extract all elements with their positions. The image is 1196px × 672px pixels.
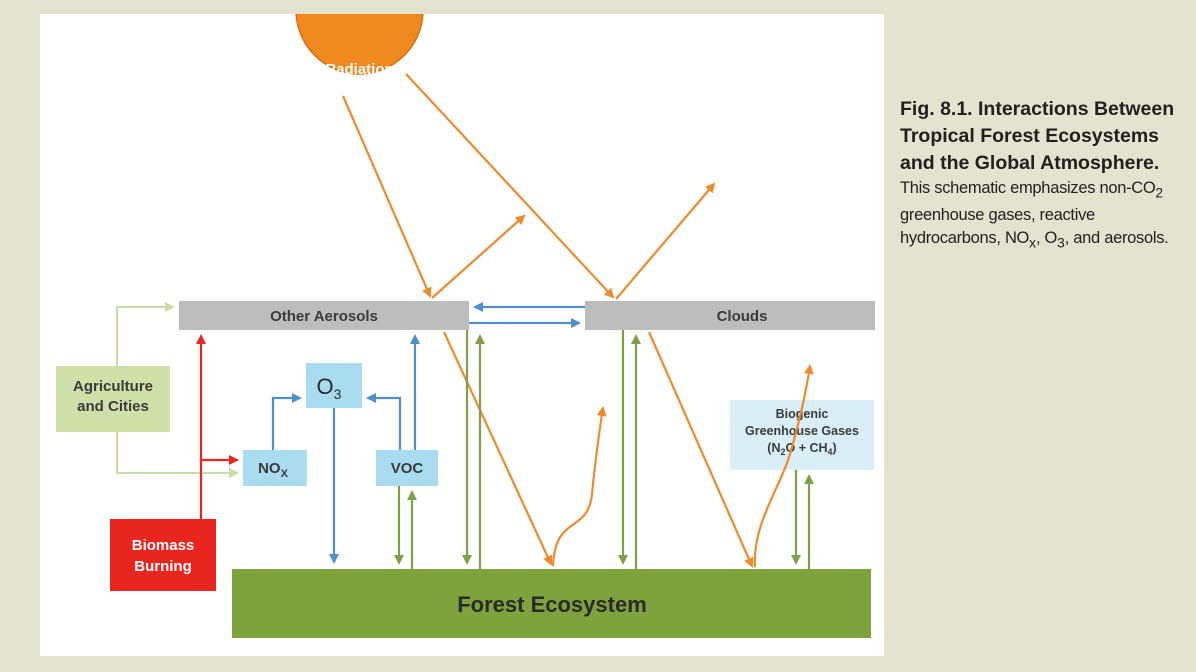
voc-to-o3-arrow (366, 393, 402, 450)
agriculture-label-line1: Agriculture (73, 378, 153, 395)
biomass-label-line2: Burning (134, 558, 192, 575)
svg-text:O3: O3 (317, 374, 342, 402)
biogenic-label-line2: Greenhouse Gases (745, 424, 859, 438)
forest-ecosystem-box: Forest Ecosystem (232, 569, 871, 638)
caption-body-1: This schematic emphasizes non-CO (900, 179, 1156, 197)
radiation-to-aerosols-arrow (341, 95, 432, 298)
caption-body-4: , and aerosols. (1064, 229, 1169, 248)
svg-text:(N2O + CH4): (N2O + CH4) (767, 441, 836, 457)
radiation-arrows (341, 73, 814, 568)
aerosols-to-forest-arrow (443, 331, 553, 566)
aerosol-reflection-arrow (431, 214, 526, 299)
other-aerosols-bar: Other Aerosols (179, 301, 469, 330)
exchange-arrows (394, 330, 814, 569)
clouds-bar: Clouds (585, 301, 875, 330)
cloud-reflection-arrow (615, 182, 716, 300)
clouds-to-forest-arrow (647, 331, 754, 568)
caption-body-3: , O (1035, 229, 1058, 248)
forest-atmosphere-diagram: Radiation Other Aerosols Clouds Agricult… (40, 14, 884, 656)
agriculture-label-line2: and Cities (77, 398, 149, 415)
clouds-label: Clouds (717, 308, 768, 325)
biogenic-formula-part3: ) (833, 441, 837, 455)
caption-body-2: greenhouse gases, reactive hydrocarbons,… (900, 206, 1095, 248)
agriculture-arrows (116, 302, 239, 478)
nox-subscript: X (281, 468, 289, 480)
biogenic-formula-sub2: 4 (828, 447, 833, 457)
radiation-node: Radiation (295, 14, 424, 78)
o3-box: O3 (306, 363, 362, 408)
svg-text:NOX: NOX (258, 460, 289, 480)
other-aerosols-label: Other Aerosols (270, 308, 378, 325)
forest-emission-arrow-2 (753, 364, 814, 568)
agriculture-to-aerosols-arrow (116, 302, 175, 366)
nox-box: NOX (243, 450, 307, 486)
biogenic-label-line1: Biogenic (776, 407, 829, 421)
radiation-label: Radiation (325, 61, 393, 78)
forest-ecosystem-label: Forest Ecosystem (457, 592, 647, 617)
caption-subscript-1: 2 (1155, 185, 1164, 201)
caption-title: Fig. 8.1. Interactions Between Tropical … (900, 98, 1175, 174)
o3-label: O (317, 374, 334, 399)
biogenic-formula-part2: O + CH (786, 441, 828, 455)
nox-label: NO (258, 460, 281, 477)
chemistry-arrows (271, 302, 585, 564)
biogenic-formula-sub1: 2 (780, 447, 785, 457)
o3-subscript: 3 (334, 386, 342, 402)
forest-emission-arrow-1 (551, 406, 607, 567)
radiation-to-clouds-arrow (405, 73, 615, 299)
voc-label: VOC (391, 460, 424, 477)
voc-box: VOC (376, 450, 438, 486)
caption-subscript-3: 3 (1057, 235, 1065, 251)
agriculture-and-cities-box: Agriculture and Cities (56, 366, 170, 432)
biogenic-formula-part1: (N (767, 441, 780, 455)
biomass-burning-box: Biomass Burning (110, 519, 216, 591)
biomass-label-line1: Biomass (132, 537, 195, 554)
caption-subscript-2: x (1029, 235, 1036, 251)
biomass-arrows (196, 334, 239, 519)
agriculture-to-nox-arrow (116, 432, 239, 478)
figure-caption: Fig. 8.1. Interactions Between Tropical … (900, 96, 1192, 255)
nox-to-o3-arrow (271, 393, 302, 450)
